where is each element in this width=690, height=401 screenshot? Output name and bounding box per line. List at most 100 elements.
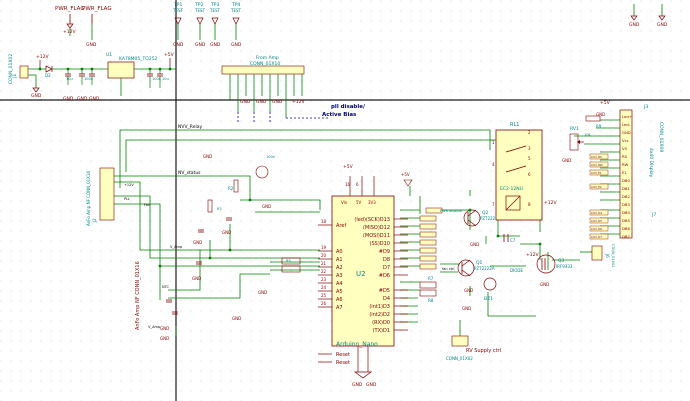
lcd-5v: +5V (600, 100, 611, 106)
u2-right-pin-lines (394, 218, 408, 331)
q1-body[interactable] (457, 259, 475, 277)
j1-body[interactable] (19, 65, 29, 79)
lcd-net-d6: LCD_D6 (591, 227, 602, 231)
relay-12v: +12V (544, 200, 557, 206)
test-point-tp1[interactable]: TP1 TEST GND (172, 2, 184, 48)
resistor-r6[interactable] (281, 265, 301, 273)
lcd-pin-db0: DB0 (622, 178, 631, 183)
gnd-conn-3: GND (272, 99, 283, 105)
amp-connector-body[interactable] (99, 167, 115, 221)
j6-ref: J6 (605, 253, 610, 258)
resistor-r3[interactable] (207, 199, 213, 213)
resistor-r8[interactable] (419, 289, 437, 297)
resistor-r7[interactable] (419, 281, 437, 289)
d2-symbol[interactable] (45, 65, 53, 73)
relay-body[interactable] (495, 129, 543, 221)
test-point-tp2[interactable]: TP2 TEST GND (194, 2, 206, 48)
j4-val: CONN_01X02 (446, 356, 473, 361)
u2-pin-a7: A7 (336, 305, 343, 311)
q3-val: IRF9333 (556, 264, 573, 269)
relay-pin-3: 3 (528, 146, 531, 151)
r8-ref: R8 (428, 298, 434, 303)
tp4-gnd: GND (231, 42, 242, 48)
j1-ref: J1 (12, 74, 18, 79)
relay-pin-7: 7 (492, 202, 495, 207)
q2-val: PZT2222A (480, 216, 501, 221)
tp3-gnd: GND (210, 42, 221, 48)
u2-pin-reset-1: Reset (336, 352, 350, 358)
ntc-thermistor[interactable] (255, 165, 269, 179)
pwr-gnd-label: GND (86, 42, 97, 48)
mosfet-q3-section: Q3 IRF9333 +12V GND J6 CONN_01X02 (526, 244, 615, 287)
u1-ref: U1 (106, 52, 112, 58)
power-flag-group: PWR_FLAG PWR_FLAG +12V GND (55, 6, 112, 48)
q1-ref: Q1 (476, 260, 483, 266)
lcd-net-d5: LCD_D5 (591, 219, 602, 223)
j6-connector[interactable] (591, 245, 603, 261)
left-passives: R2 R3 100n R5 GND GND GND GND GND GND GN… (124, 154, 301, 341)
test-point-tp3[interactable]: TP3 TEST GND (209, 2, 221, 48)
j6-val: CONN_01X02 (611, 244, 615, 268)
u2-pin-d9: #D9 (379, 249, 390, 255)
q3-body[interactable] (536, 254, 556, 274)
lcd-pin-rw: RW (622, 162, 628, 167)
gnd-mid-1: GND (203, 154, 212, 159)
c3-val: 100n (152, 77, 161, 81)
gnd-c2: GND (77, 96, 88, 102)
u2-pn-23: 23 (321, 277, 327, 282)
lcd-net-d7: LCD_D7 (591, 235, 602, 239)
tp1-ref: TP1 (173, 2, 182, 8)
tp3-val: TEST (209, 8, 221, 13)
u2-pin-vin: Vin (341, 200, 348, 205)
tp1-val: TEST (172, 8, 184, 13)
amp-connector: J2 AnFo Amp NF CONN_01X16 AnFo Amp NF CO… (86, 167, 141, 330)
fan-ctrl-label: fan ctrl (442, 267, 454, 271)
net-nvv-relay: NVV_Relay (178, 124, 202, 130)
amp-net-ntc: NTC (162, 285, 170, 289)
q2-body[interactable] (463, 209, 481, 227)
u2-body[interactable] (331, 195, 395, 347)
relay-pin-8: 8 (528, 202, 531, 207)
resistor-r9[interactable] (585, 115, 601, 122)
amp-label-bottom: AnFo Amp NF CONN_01X16 (135, 261, 141, 330)
u2-pin-d7: D7 (383, 265, 390, 271)
amp-net-fan: Fan (144, 203, 150, 207)
tp2-gnd: GND (195, 42, 206, 48)
lcd-net-rs: LCD_RS (591, 155, 602, 159)
gnd-c1: GND (63, 96, 74, 102)
relay-pin-1: 1 (492, 140, 495, 145)
conn-body[interactable] (221, 65, 305, 75)
relay-cap-ref: C7 (510, 238, 516, 243)
u2-gnd-1: GND (352, 382, 363, 388)
lcd-pin-vcc: Vcc (622, 138, 629, 143)
pwr-flag-label-2: PWR_FLAG (82, 6, 112, 12)
p5v-r5: +5V (401, 172, 410, 177)
buzzer-bz1[interactable] (483, 277, 497, 291)
diode-val: DIODE (510, 268, 523, 273)
u2-pin-d0: (RX)D0 (372, 320, 390, 326)
test-point-tp4[interactable]: TP4 TEST GND (230, 2, 242, 48)
lcd-connector-body[interactable] (619, 109, 633, 239)
j1-val: CONN_01X02 (8, 54, 14, 84)
resistor-r5[interactable] (281, 257, 301, 265)
gnd-conn-2: GND (256, 99, 267, 105)
input-caps: 10u 100n GND GND GND (63, 69, 100, 102)
u2-pin-d2: (int2)D2 (369, 312, 390, 318)
lcd-net-e1: LCD_E1 (591, 171, 602, 175)
lcd-net-d4: LCD_D4 (591, 211, 602, 215)
u1-regulator[interactable] (107, 61, 135, 79)
lcd-pin-gnd: GND (622, 130, 631, 135)
u2-pin-5v: 5V (356, 200, 362, 205)
j4-connector[interactable] (451, 335, 469, 347)
u2-left-pins: Aref A0 A1 A2 A3 A4 A5 A6 A7 (336, 223, 346, 311)
gnd-mid-9: GND (262, 204, 271, 209)
gnd-mid-8: GND (258, 290, 267, 295)
u2-pn-25: 25 (321, 293, 327, 298)
relay-pin-numbers: 1 2 3 4 5 6 7 8 (492, 130, 531, 207)
q1-val: PZT2222A (474, 266, 495, 271)
arduino-nano-u2: U2 Arduino_Nano +5V 16 6 Vin 5V 3V3 Aref… (318, 164, 408, 388)
relay-coil (505, 195, 521, 211)
resistor-r2[interactable] (233, 179, 239, 193)
pwr-disable-label: PWR disable (440, 209, 462, 213)
